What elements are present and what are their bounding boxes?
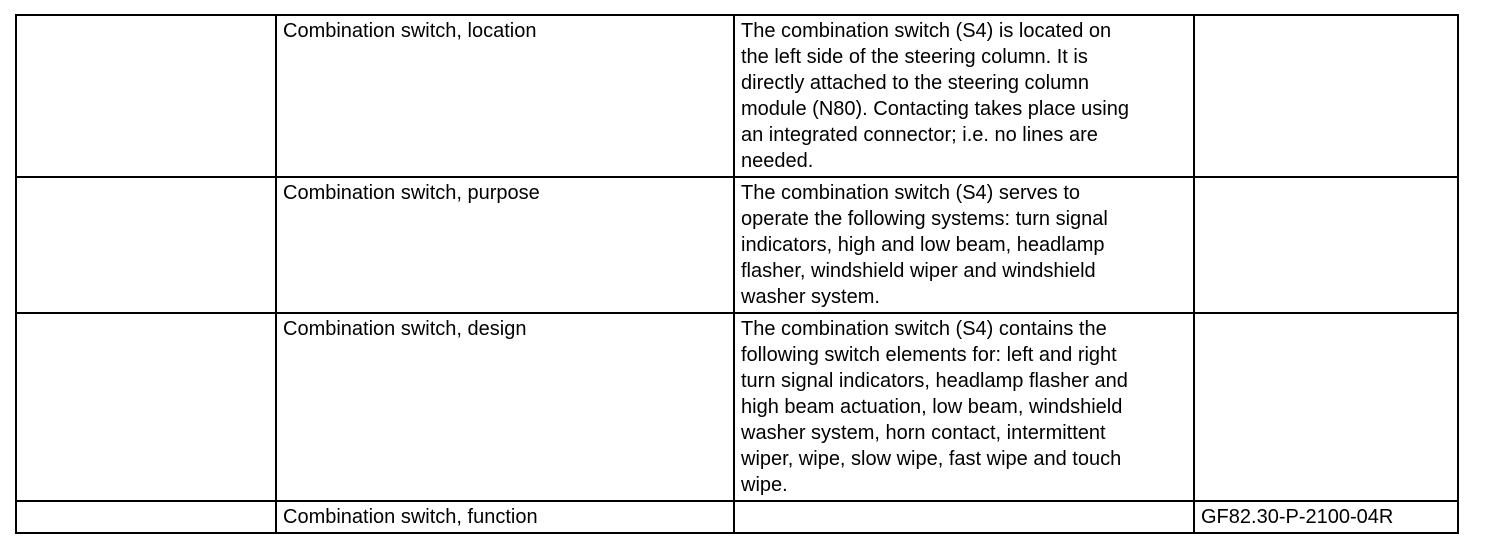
description-cell [733,500,1195,534]
code-cell: GF82.30-P-2100-04R [1193,500,1459,534]
code-cell [1193,312,1459,502]
spec-table: Combination switch, location The combina… [15,14,1459,534]
description-cell: The combination switch (S4) is located o… [733,14,1195,178]
table-row: Combination switch, design The combinati… [15,312,1459,502]
topic-cell: Combination switch, purpose [275,176,735,314]
table-row: Combination switch, purpose The combinat… [15,176,1459,314]
topic-cell: Combination switch, function [275,500,735,534]
description-cell: The combination switch (S4) serves to op… [733,176,1195,314]
topic-cell: Combination switch, design [275,312,735,502]
spacer-cell [15,312,277,502]
spacer-cell [15,500,277,534]
description-cell: The combination switch (S4) contains the… [733,312,1195,502]
code-cell [1193,176,1459,314]
table-row: Combination switch, function GF82.30-P-2… [15,500,1459,534]
spacer-cell [15,176,277,314]
code-cell [1193,14,1459,178]
topic-cell: Combination switch, location [275,14,735,178]
table-row: Combination switch, location The combina… [15,14,1459,178]
spacer-cell [15,14,277,178]
